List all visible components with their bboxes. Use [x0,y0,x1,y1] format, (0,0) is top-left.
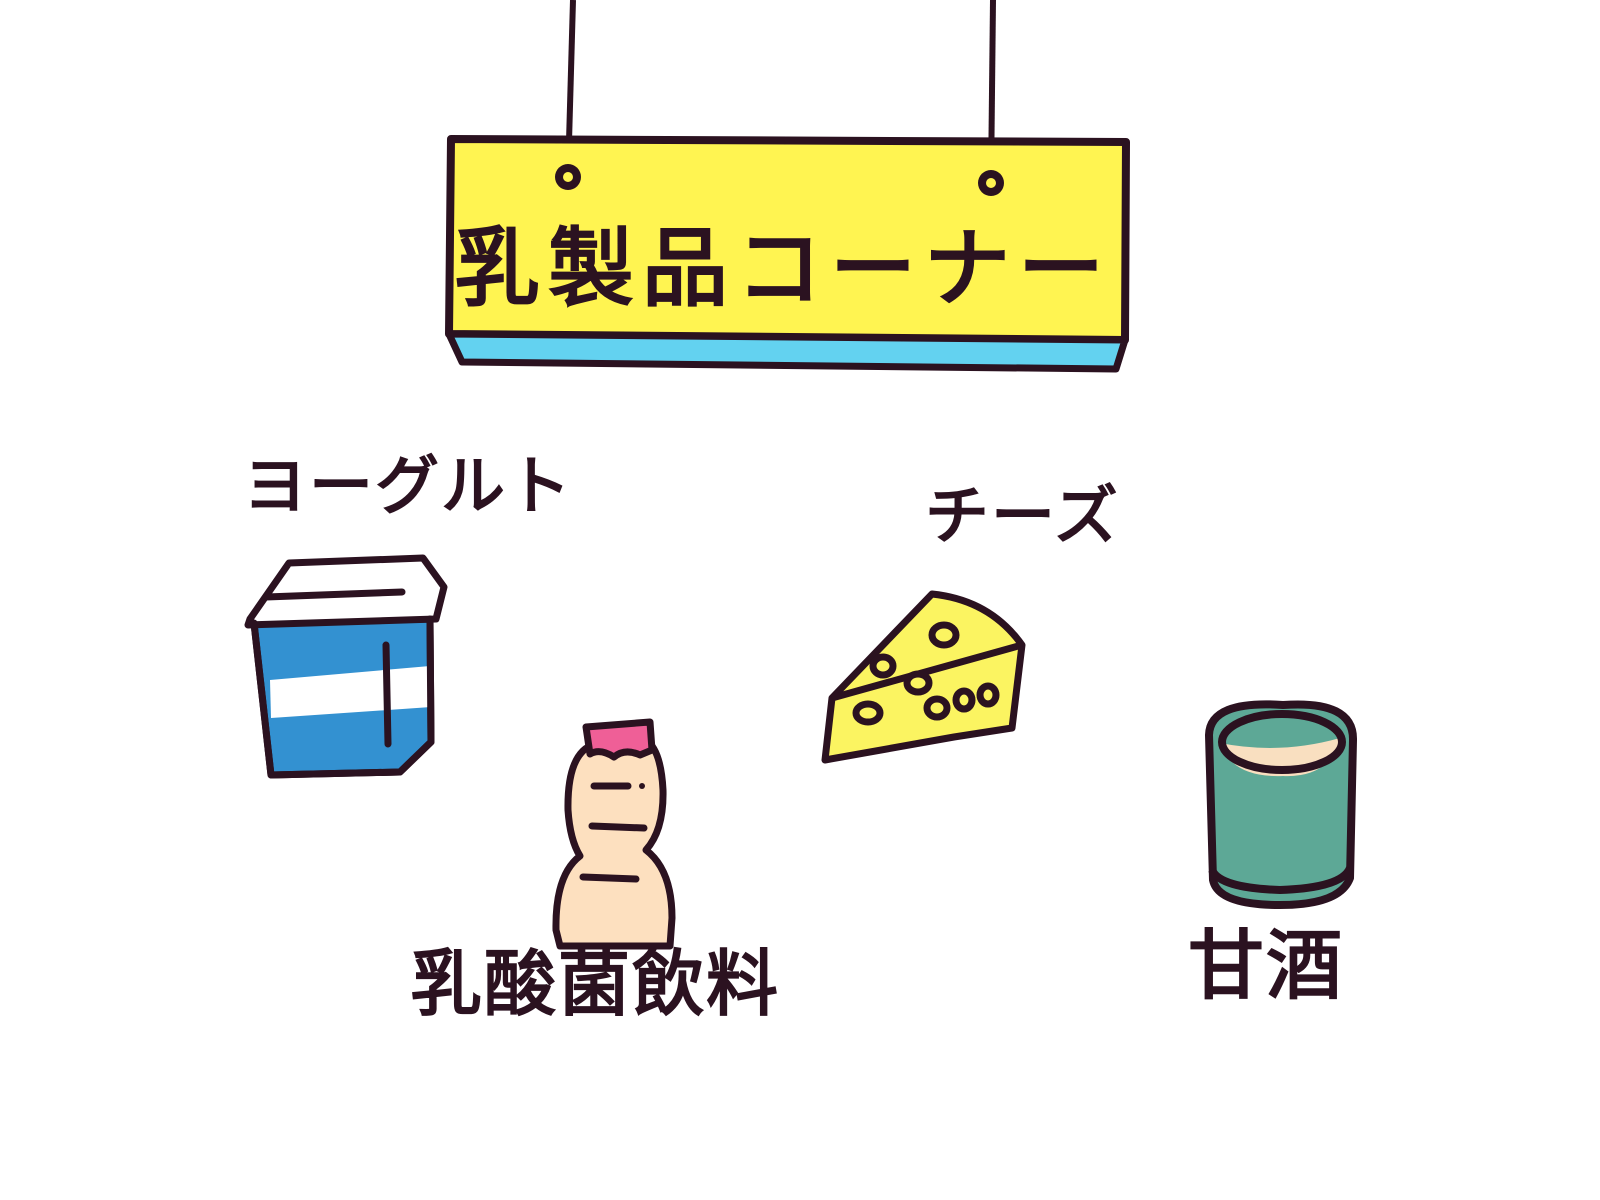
yogurt-icon [244,554,448,779]
amazake-label: 甘酒 [1188,921,1344,1010]
lactic-drink-label: 乳酸菌飲料 [410,942,781,1026]
sign-title: 乳製品コーナー [454,218,1112,319]
amazake-cup-icon [1205,700,1358,909]
sign-bottom-edge [445,330,1129,373]
lactic-drink-bottle-icon [552,718,676,950]
hanging-sign [445,135,1130,373]
cheese-label: チーズ [925,480,1120,554]
yogurt-label: ヨーグルト [243,450,573,524]
cheese-icon [821,590,1026,764]
